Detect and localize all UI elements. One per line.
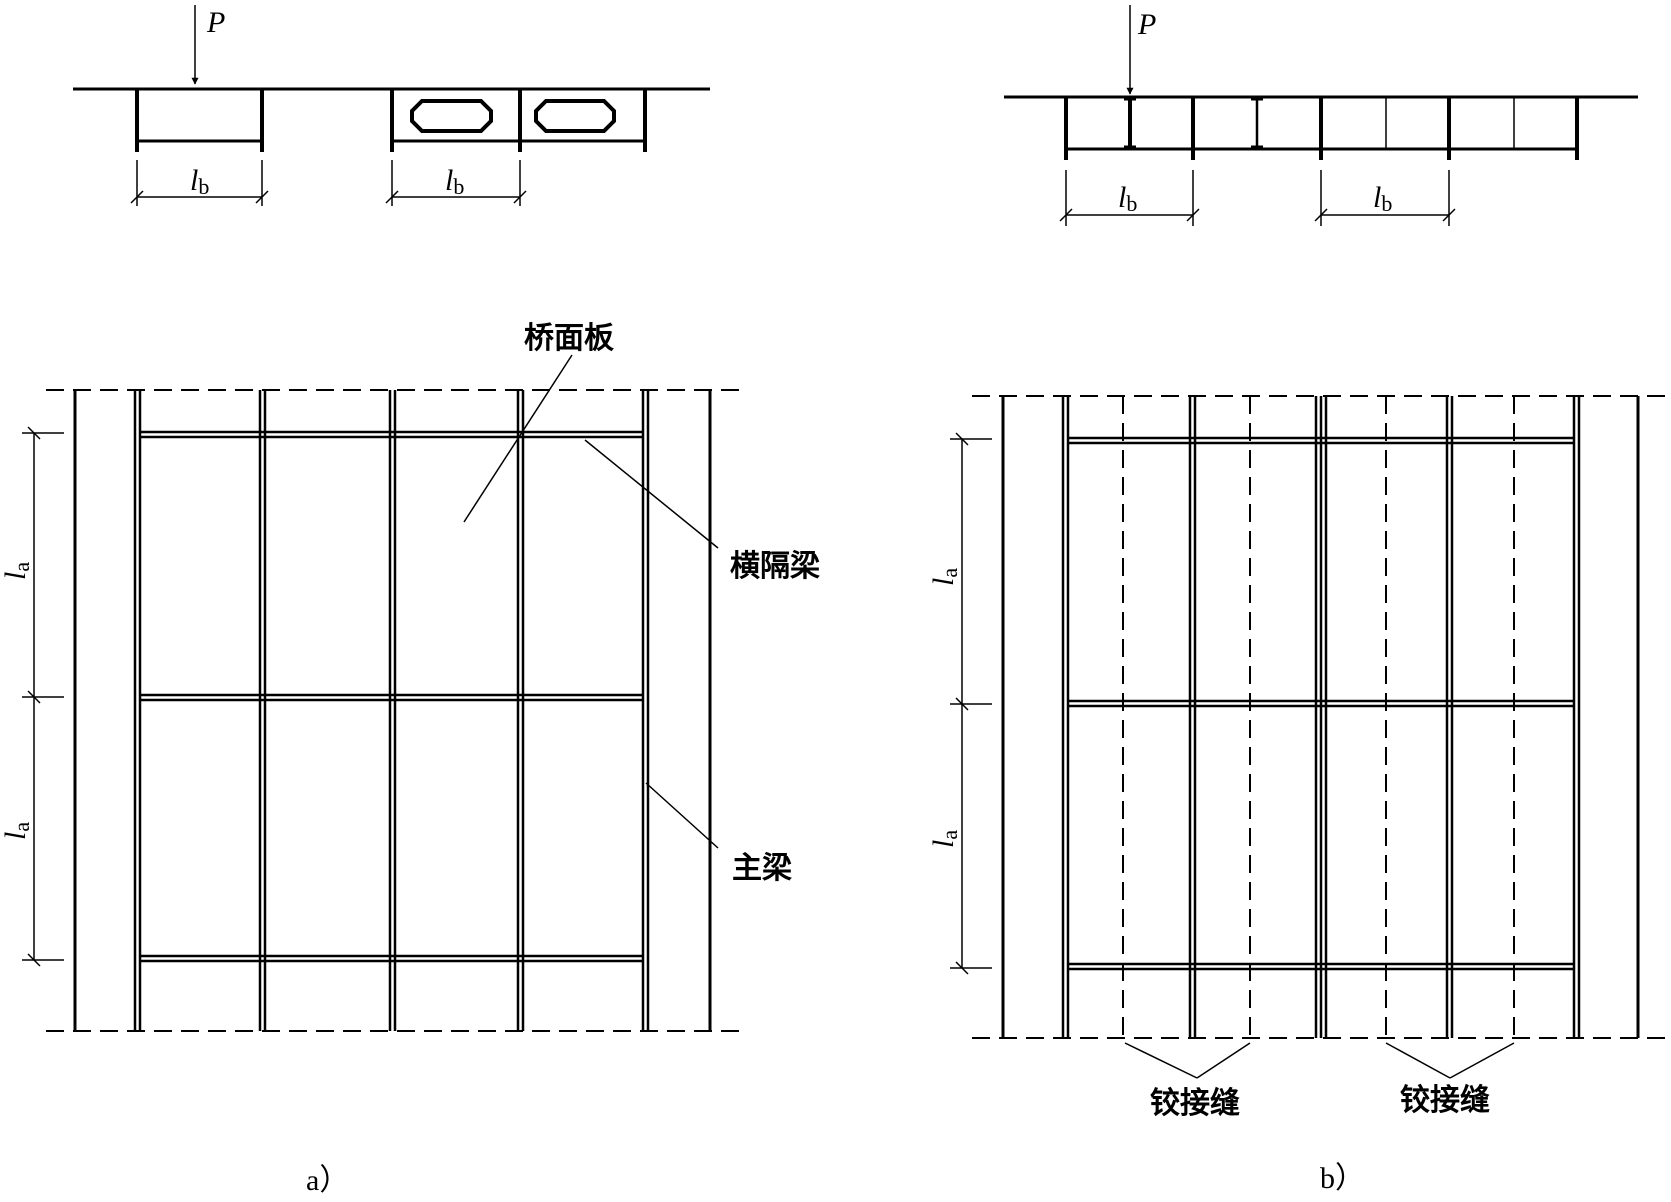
diaphragm-a-1 — [140, 430, 643, 439]
caption-a: a） — [306, 1164, 349, 1197]
span-label-a-lb2: lb — [445, 164, 464, 199]
ibeam-1 — [1124, 97, 1136, 149]
main-girder-a-3 — [388, 390, 397, 1031]
diaphragm-b-2 — [1068, 699, 1574, 708]
span-label-b-lb2: lb — [1373, 181, 1392, 216]
leader-deck — [463, 354, 573, 523]
span-label-b-lb1: lb — [1118, 181, 1137, 216]
span-label-a-lb1: lb — [190, 164, 209, 199]
diaphragm-b-3 — [1068, 962, 1574, 971]
main-girder-b-4 — [1445, 396, 1454, 1038]
box-void-a-1 — [410, 99, 493, 133]
diaphragm-a-3 — [140, 954, 643, 963]
span-label-a-la1: la — [0, 562, 34, 580]
load-label-a: P — [206, 6, 225, 39]
leader-hinge-1a — [1124, 1042, 1198, 1079]
main-girder-b-3 — [1314, 396, 1328, 1038]
main-girder-a-1 — [133, 390, 142, 1031]
ibeam-2 — [1251, 97, 1263, 149]
label-deck: 桥面板 — [524, 321, 614, 356]
diaphragm-a-2 — [140, 693, 643, 702]
label-main-girder: 主梁 — [732, 851, 792, 886]
main-girder-a-2 — [258, 390, 267, 1031]
main-girder-a-5 — [641, 390, 650, 1031]
span-label-b-la1: la — [927, 568, 962, 586]
leader-hinge-2a — [1385, 1042, 1451, 1079]
span-label-a-la2: la — [0, 822, 34, 840]
load-label-b: P — [1137, 8, 1156, 41]
span-label-b-la2: la — [927, 830, 962, 848]
caption-b: b） — [1320, 1162, 1365, 1195]
label-hinge-1: 铰接缝 — [1150, 1086, 1240, 1121]
main-girder-a-4 — [516, 390, 525, 1031]
label-hinge-2: 铰接缝 — [1400, 1083, 1490, 1118]
diaphragm-b-1 — [1068, 436, 1574, 445]
leader-hinge-1b — [1196, 1042, 1251, 1079]
panel-a-section — [73, 5, 710, 206]
main-girder-b-1 — [1061, 396, 1070, 1038]
leader-hinge-2b — [1449, 1042, 1515, 1079]
main-girder-b-5 — [1572, 396, 1581, 1038]
leader-diaphragm — [584, 439, 719, 549]
panel-b-section — [1004, 5, 1638, 226]
box-void-a-2 — [534, 99, 616, 133]
panel-a-plan — [22, 354, 741, 1032]
main-girder-b-2 — [1188, 396, 1197, 1038]
label-diaphragm: 横隔梁 — [730, 549, 820, 584]
panel-b-plan — [950, 395, 1667, 1079]
leader-main-girder — [645, 782, 719, 849]
